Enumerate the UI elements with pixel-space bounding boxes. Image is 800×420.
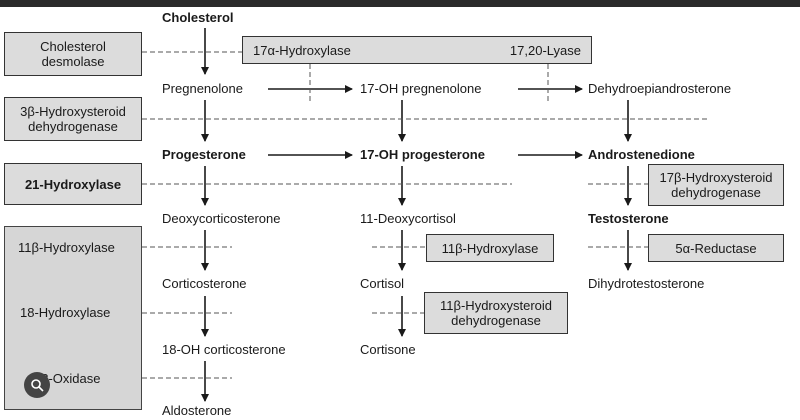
enzyme-label-line2: desmolase (41, 54, 105, 69)
enzyme-5a-reductase: 5α-Reductase (648, 234, 784, 262)
enzyme-label: 5α-Reductase (675, 240, 757, 256)
enzyme-21-hydroxylase: 21-Hydroxylase (4, 163, 142, 205)
molecule-testosterone: Testosterone (588, 211, 669, 226)
enzyme-label-line2: dehydrogenase (451, 313, 541, 328)
molecule-dihydrotestosterone: Dihydrotestosterone (588, 276, 705, 291)
molecule-progesterone: Progesterone (162, 147, 246, 162)
molecule-18oh-corticosterone: 18-OH corticosterone (162, 342, 286, 357)
molecule-pregnenolone: Pregnenolone (162, 81, 243, 96)
molecule-17oh-progesterone: 17-OH progesterone (360, 147, 485, 162)
top-bar (0, 0, 800, 7)
enzyme-label-line2: dehydrogenase (28, 119, 118, 134)
enzyme-label: 21-Hydroxylase (24, 176, 122, 192)
enzyme-label-line1: Cholesterol (40, 39, 106, 54)
enzyme-1720-lyase-label: 17,20-Lyase (509, 42, 581, 58)
enzyme-11b-hydroxylase-mid: 11β-Hydroxylase (426, 234, 554, 262)
enzyme-label: 11β-Hydroxylase (441, 240, 539, 256)
enzyme-label-line2: dehydrogenase (671, 185, 761, 200)
molecule-aldosterone: Aldosterone (162, 403, 232, 418)
enzyme-18-hydroxylase: 18-Hydroxylase (20, 305, 111, 320)
molecule-corticosterone: Corticosterone (162, 276, 247, 291)
enzyme-18-oxidase: 18-Oxidase (34, 371, 101, 386)
enzyme-label-line1: 11β-Hydroxysteroid (440, 298, 552, 313)
molecule-dehydroepiandrosterone: Dehydroepiandrosterone (588, 81, 732, 96)
enzyme-11b-hydroxysteroid-dehydrogenase: 11β-Hydroxysteroid dehydrogenase (424, 292, 568, 334)
molecule-deoxycorticosterone: Deoxycorticosterone (162, 211, 281, 226)
enzyme-17b-hydroxysteroid-dehydrogenase: 17β-Hydroxysteroid dehydrogenase (648, 164, 784, 206)
enzyme-label-line1: 17β-Hydroxysteroid (659, 170, 773, 185)
enzyme-11b-hydroxylase-left: 11β-Hydroxylase (18, 240, 115, 255)
lens-search-button[interactable] (24, 372, 50, 398)
enzyme-3b-hydroxysteroid-dehydrogenase: 3β-Hydroxysteroid dehydrogenase (4, 97, 142, 141)
molecule-17oh-pregnenolone: 17-OH pregnenolone (360, 81, 482, 96)
enzyme-17a-hydroxylase-label: 17α-Hydroxylase (253, 42, 351, 58)
molecule-11-deoxycortisol: 11-Deoxycortisol (360, 211, 456, 226)
molecule-androstenedione: Androstenedione (588, 147, 695, 162)
enzyme-cholesterol-desmolase: Cholesterol desmolase (4, 32, 142, 76)
molecule-cholesterol: Cholesterol (162, 10, 234, 25)
enzyme-label-line1: 3β-Hydroxysteroid (20, 104, 126, 119)
enzyme-17a-hydroxylase-lyase: 17α-Hydroxylase 17,20-Lyase (242, 36, 592, 64)
molecule-cortisol: Cortisol (360, 276, 405, 291)
lens-icon (31, 379, 44, 392)
molecule-cortisone: Cortisone (360, 342, 416, 357)
